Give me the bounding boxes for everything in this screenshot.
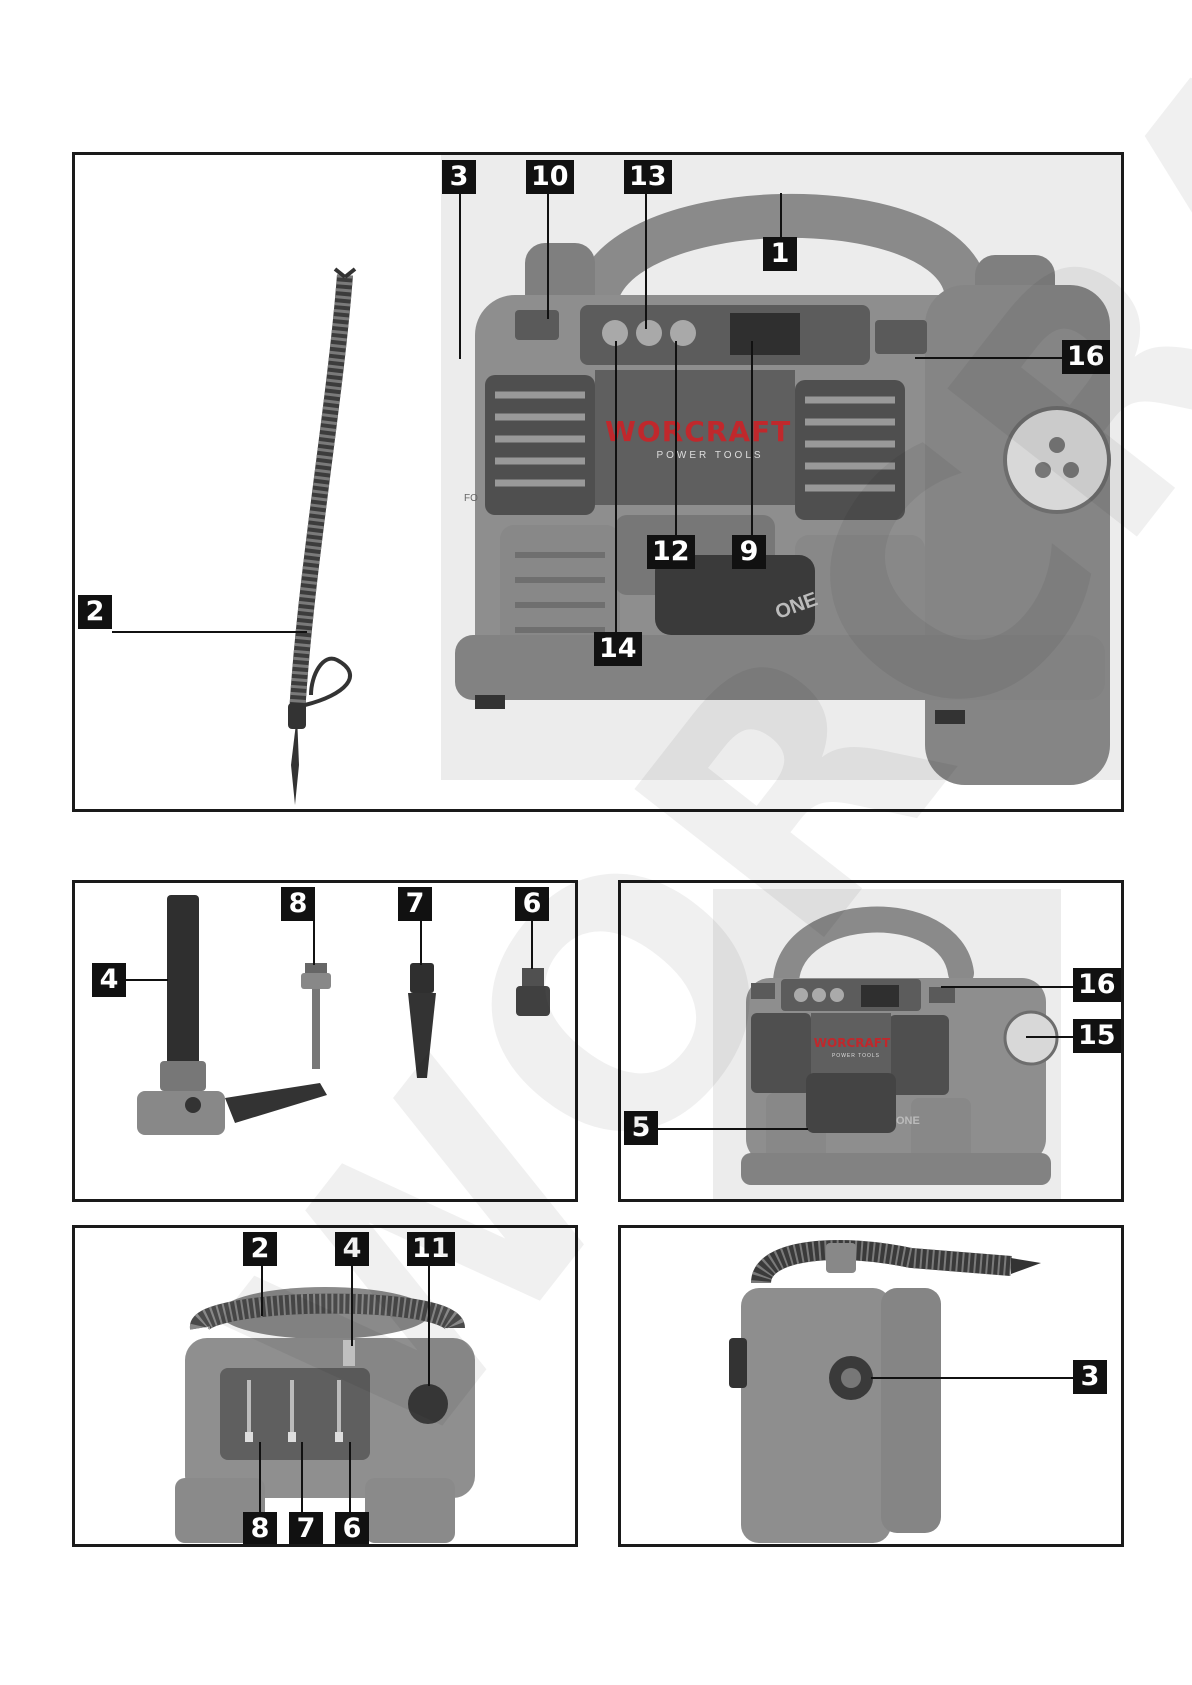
callout-4: 4	[92, 963, 126, 997]
callout-2: 2	[243, 1232, 277, 1266]
figure-4-panel: 2 4 11 8 7 6	[72, 1225, 578, 1547]
callout-16: 16	[1073, 968, 1121, 1002]
compressor-rear-illustration	[75, 1228, 578, 1547]
callout-1: 1	[763, 237, 797, 271]
leader-16	[941, 986, 1073, 988]
battery-brand-small: ONE	[896, 1115, 920, 1127]
leader-5	[658, 1128, 808, 1130]
leader-3	[871, 1377, 1073, 1379]
leader-10	[547, 194, 549, 319]
callout-13: 13	[624, 160, 672, 194]
leader-6	[349, 1442, 351, 1512]
figure-1-panel: WORCRAFT POWER TOOLS ONE FO 3 10 13 1 16…	[72, 152, 1124, 812]
leader-2	[112, 631, 307, 633]
figure-3-panel: WORCRAFT POWER TOOLS ONE 16 15 5	[618, 880, 1124, 1202]
callout-2: 2	[78, 595, 112, 629]
callout-15: 15	[1073, 1019, 1121, 1053]
leader-12	[675, 341, 677, 535]
callout-6: 6	[335, 1512, 369, 1546]
callout-9: 9	[732, 535, 766, 569]
figure-2-panel: 8 7 6 4	[72, 880, 578, 1202]
brand-subtitle-small: POWER TOOLS	[821, 1053, 891, 1059]
callout-7: 7	[398, 887, 432, 921]
leader-8	[259, 1442, 261, 1512]
callout-14: 14	[594, 632, 642, 666]
accessories-illustration	[75, 883, 578, 1202]
leader-7	[420, 921, 422, 965]
side-text: FO	[464, 493, 478, 504]
callout-12: 12	[647, 535, 695, 569]
leader-9	[751, 341, 753, 535]
leader-15	[1026, 1036, 1073, 1038]
callout-7: 7	[289, 1512, 323, 1546]
leader-7	[301, 1442, 303, 1512]
callout-3: 3	[442, 160, 476, 194]
leader-4	[351, 1266, 353, 1346]
callout-16: 16	[1062, 340, 1110, 374]
callout-4: 4	[335, 1232, 369, 1266]
figure-5-panel: 3	[618, 1225, 1124, 1547]
leader-2	[261, 1266, 263, 1316]
callout-6: 6	[515, 887, 549, 921]
compressor-front-illustration	[75, 155, 1124, 812]
leader-11	[428, 1266, 430, 1386]
leader-16	[915, 357, 1062, 359]
leader-4	[126, 979, 168, 981]
brand-logo-small: WORCRAFT	[811, 1036, 893, 1050]
callout-10: 10	[526, 160, 574, 194]
compressor-side-illustration	[621, 1228, 1124, 1547]
leader-14	[615, 341, 617, 632]
leader-13	[645, 194, 647, 329]
brand-logo: WORCRAFT	[605, 415, 790, 448]
brand-subtitle: POWER TOOLS	[635, 450, 785, 461]
leader-8	[313, 921, 315, 965]
callout-11: 11	[407, 1232, 455, 1266]
leader-3	[459, 194, 461, 359]
leader-1	[780, 193, 782, 237]
leader-6	[531, 921, 533, 969]
callout-8: 8	[243, 1512, 277, 1546]
callout-8: 8	[281, 887, 315, 921]
callout-3: 3	[1073, 1360, 1107, 1394]
callout-5: 5	[624, 1111, 658, 1145]
